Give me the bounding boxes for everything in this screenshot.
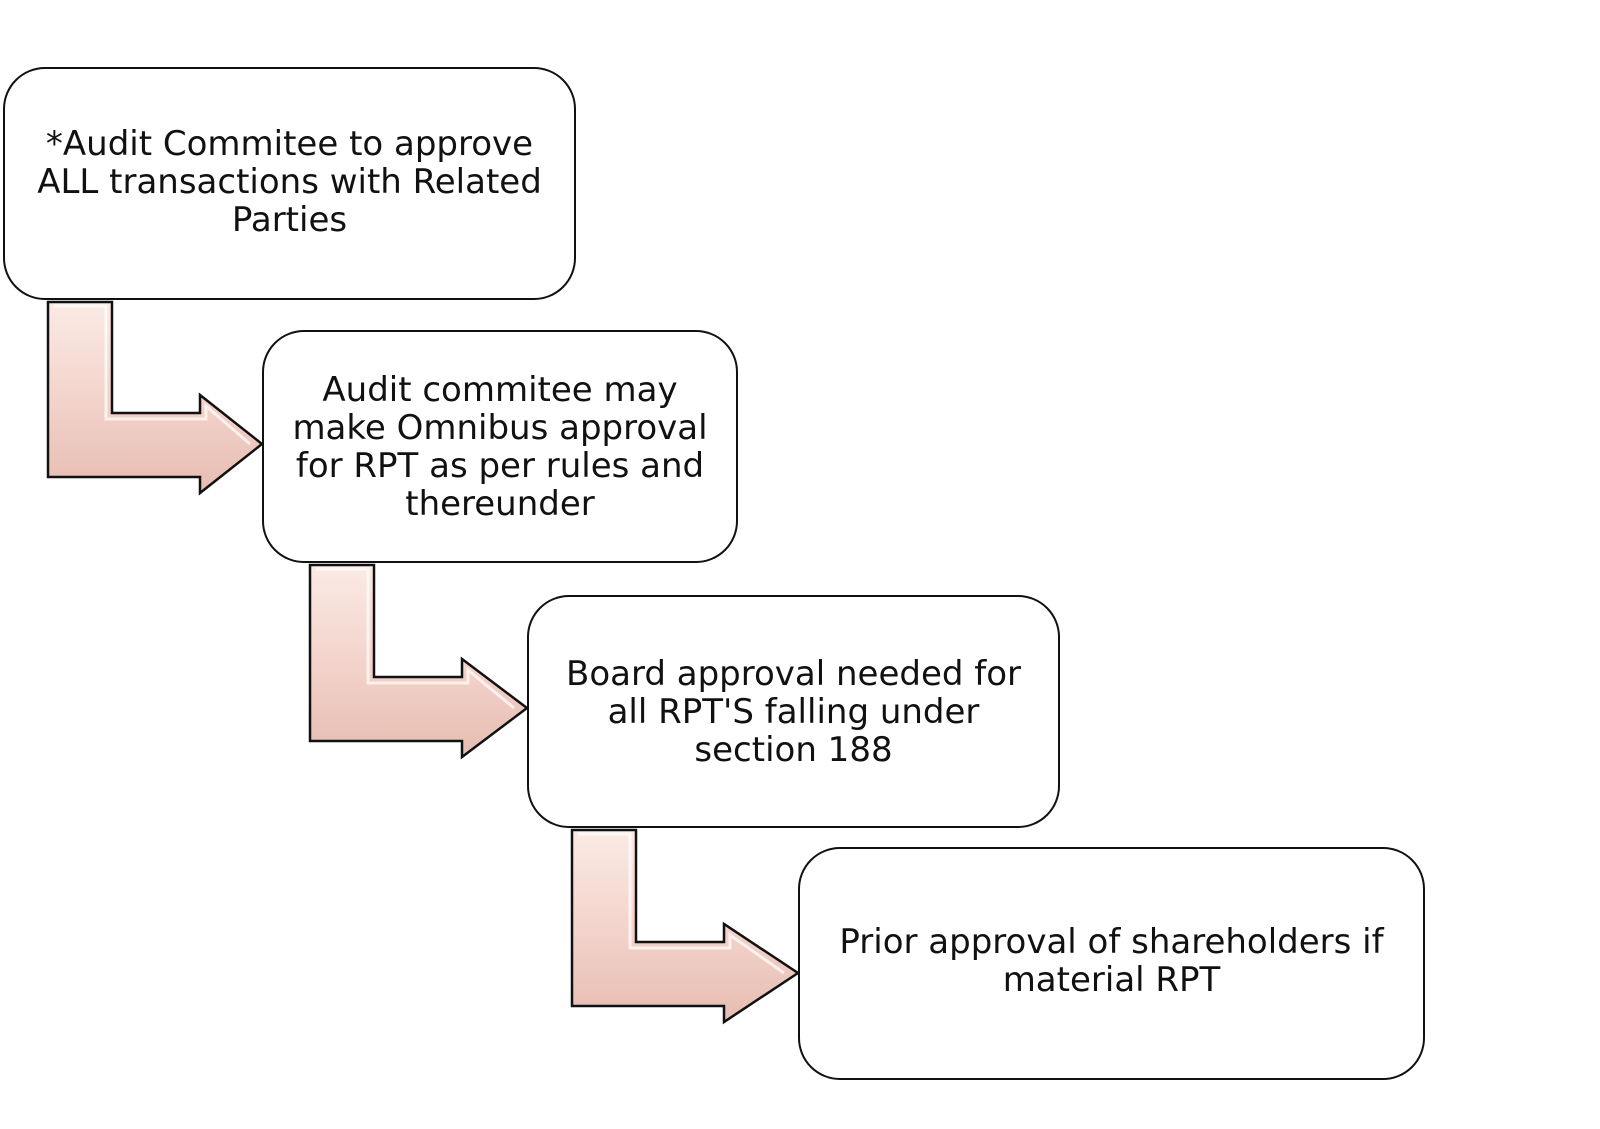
step-box-shareholder-approval: Prior approval of shareholders if materi… — [798, 847, 1425, 1080]
step-1-text: *Audit Commitee to approve ALL transacti… — [37, 124, 542, 240]
connector-arrow-2 — [308, 563, 530, 760]
step-box-omnibus-approval: Audit commitee may make Omnibus approval… — [262, 330, 738, 563]
step-2-text: Audit commitee may make Omnibus approval… — [292, 369, 708, 524]
connector-arrow-3 — [570, 828, 801, 1025]
step-3-text: Board approval needed for all RPT'S fall… — [566, 654, 1021, 770]
step-box-board-approval: Board approval needed for all RPT'S fall… — [527, 595, 1060, 828]
step-box-audit-committee-approval: *Audit Commitee to approve ALL transacti… — [3, 67, 576, 300]
step-4-text: Prior approval of shareholders if materi… — [839, 922, 1384, 1000]
connector-arrow-1 — [46, 300, 265, 496]
